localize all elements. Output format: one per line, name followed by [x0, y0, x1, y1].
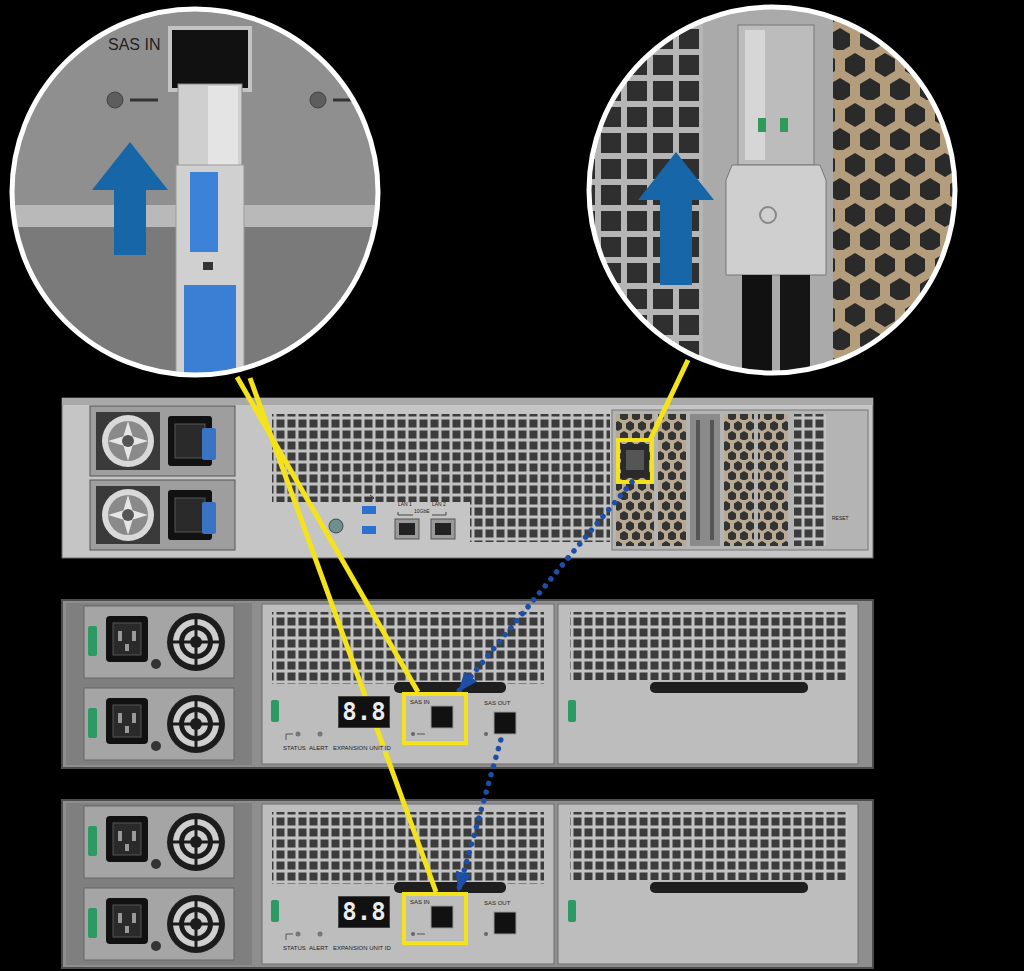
- art-part: [745, 30, 765, 160]
- art-part: [362, 506, 376, 514]
- art-part: [250, 378, 436, 892]
- art-part: [760, 207, 776, 223]
- art-part: [616, 414, 654, 546]
- art-part: [62, 398, 873, 558]
- art-part: [621, 444, 649, 478]
- art-part: [690, 414, 720, 546]
- display-label: EXPANSION UNIT ID: [332, 945, 392, 951]
- art-part: [758, 414, 788, 546]
- art-part: [612, 410, 868, 550]
- port-label: SAS IN: [108, 37, 160, 53]
- art-part: [758, 118, 766, 132]
- art-part: [618, 440, 652, 482]
- led-label: ALERT: [308, 945, 329, 951]
- port-label: SAS IN: [410, 699, 430, 705]
- art-part: [90, 406, 235, 476]
- art-part: [470, 502, 610, 542]
- right-zoom-circle: [580, 0, 980, 385]
- sas-cable-connector: [458, 740, 501, 892]
- expansion-unit: STATUSALERTEXPANSION UNIT ID 8.8 SAS IN SAS…: [62, 600, 873, 768]
- art-part: [208, 86, 238, 166]
- art-part: [780, 118, 788, 132]
- art-part: [272, 414, 610, 502]
- reset-label: RESET: [832, 516, 849, 521]
- art-part: [107, 92, 123, 108]
- art-part: [364, 495, 374, 501]
- art-part: [130, 99, 158, 102]
- art-part: [589, 7, 955, 373]
- unit-id-display: 8.8: [338, 696, 390, 728]
- sas-in-port: SAS IN: [402, 892, 468, 945]
- sas-out-port: SAS OUT: [480, 896, 532, 940]
- art-part: [726, 165, 826, 275]
- speed-label: 10GbE: [414, 509, 430, 514]
- left-zoom-circle: [0, 0, 400, 407]
- seven-segment-digits: 8.8: [342, 900, 385, 924]
- leader-lines: [237, 360, 688, 892]
- sas-cable-connector: [458, 558, 568, 692]
- art-part: [658, 414, 686, 546]
- port-label: SAS IN: [410, 899, 430, 905]
- art-part: [568, 482, 632, 558]
- nas-rear-panel: LAN 1 LAN 210GbE RESET: [62, 398, 873, 558]
- art-part: [62, 398, 873, 405]
- art-part: [738, 25, 814, 165]
- led-label: ALERT: [308, 745, 329, 751]
- art-part: [698, 420, 712, 540]
- seven-segment-digits: 8.8: [342, 700, 385, 724]
- expansion-unit: STATUSALERTEXPANSION UNIT ID 8.8 SAS IN SAS…: [62, 800, 873, 968]
- nas-drawing: [62, 398, 873, 558]
- art-part: [0, 0, 400, 407]
- art-part: [833, 0, 973, 380]
- art-part: [12, 9, 378, 375]
- art-part: [170, 28, 250, 90]
- art-part: [724, 414, 754, 546]
- art-part: [395, 519, 419, 539]
- port-label: LAN 2: [432, 502, 446, 507]
- art-part: [638, 152, 714, 285]
- art-part: [178, 84, 242, 168]
- art-part: [176, 165, 244, 380]
- led-label: STATUS: [282, 945, 307, 951]
- port-label: LAN 1: [398, 502, 412, 507]
- port-label: SAS OUT: [484, 700, 510, 706]
- art-part: [794, 414, 826, 546]
- expansion-unit-2-drawing: [62, 800, 873, 968]
- art-part: [90, 480, 235, 550]
- art-part: [92, 142, 168, 255]
- sas-out-port: SAS OUT: [480, 696, 532, 740]
- led-label: STATUS: [282, 745, 307, 751]
- art-part: [310, 92, 326, 108]
- art-part: [435, 523, 451, 535]
- art-part: [203, 262, 213, 270]
- port-label: SAS OUT: [484, 900, 510, 906]
- art-part: [362, 526, 376, 534]
- sas-in-port: SAS IN: [402, 692, 468, 745]
- art-part: [431, 519, 455, 539]
- display-label: EXPANSION UNIT ID: [332, 745, 392, 751]
- art-part: [184, 285, 236, 380]
- art-part: [626, 450, 644, 470]
- art-part: [399, 523, 415, 535]
- art-part: [650, 360, 688, 440]
- art-part: [329, 519, 343, 533]
- art-part: [742, 275, 772, 385]
- unit-id-display: 8.8: [338, 896, 390, 928]
- art-part: [190, 172, 218, 252]
- art-part: [580, 0, 980, 385]
